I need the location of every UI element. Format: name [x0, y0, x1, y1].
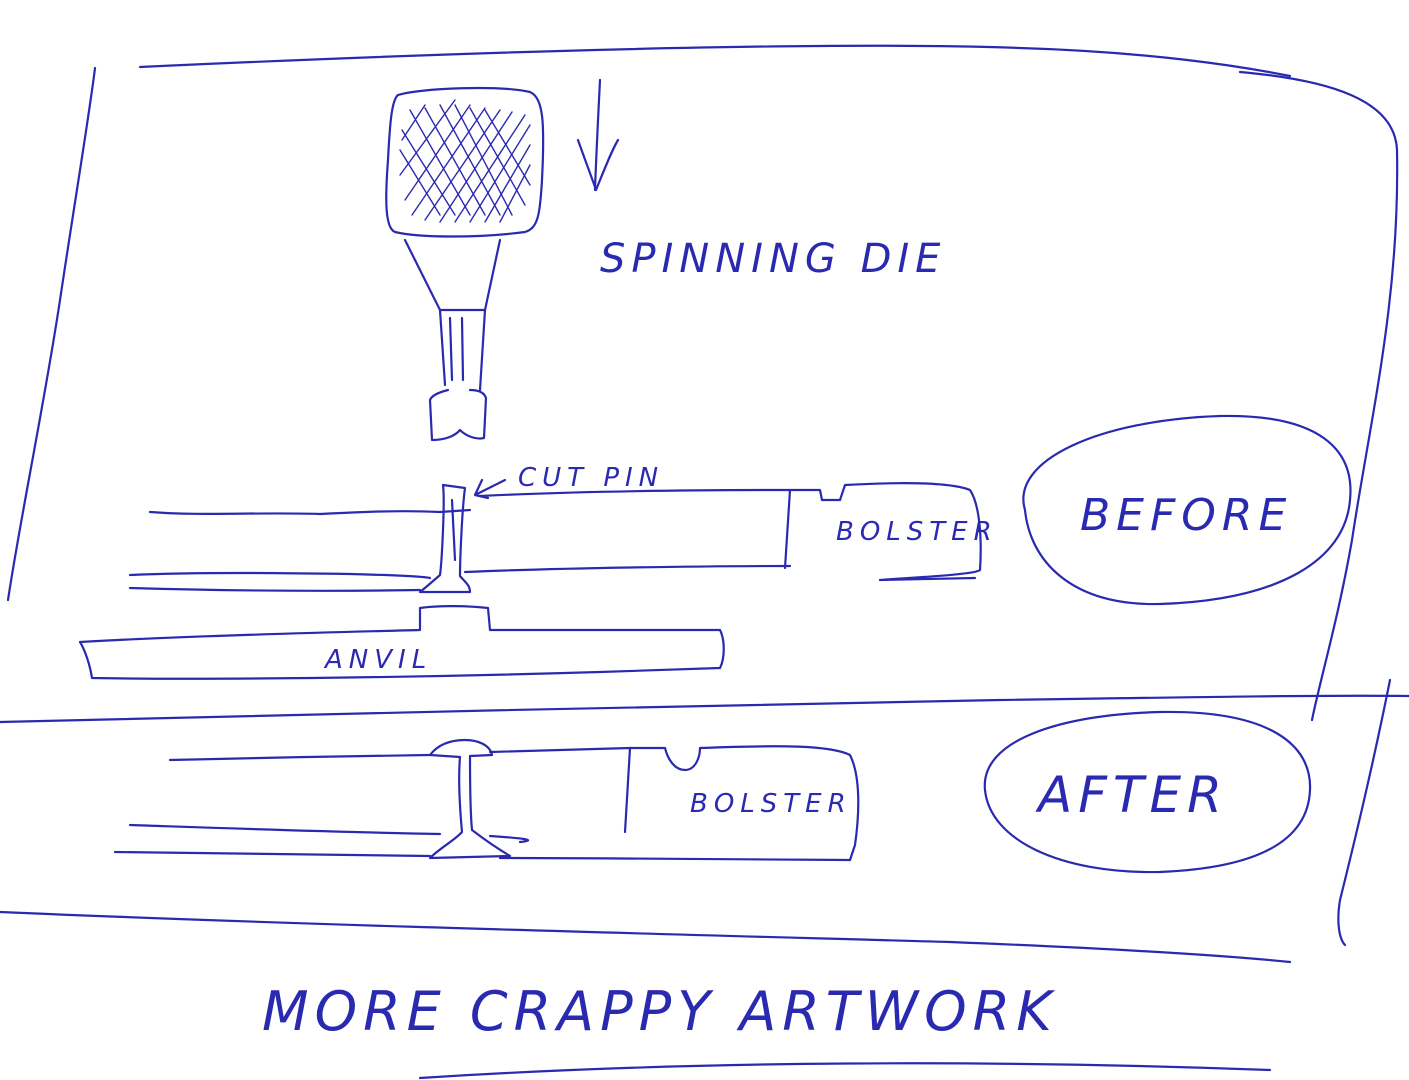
bolster-after-label: BOLSTER	[690, 789, 852, 819]
anvil	[78, 605, 725, 680]
bolster-after	[623, 745, 860, 862]
lower-sheet-after-bottom	[113, 850, 852, 862]
cut-pin-arrow-icon	[473, 478, 507, 500]
down-arrow-icon	[576, 78, 620, 192]
lower-sheet-before	[128, 564, 792, 580]
die-head	[385, 86, 545, 238]
upper-sheet-before	[148, 488, 792, 516]
before-ellipse	[1022, 414, 1352, 606]
spinning-die-label: SPINNING DIE	[600, 236, 946, 282]
frame-right-lower-line	[1337, 678, 1392, 947]
after-label: AFTER	[1035, 766, 1228, 824]
die-shaft	[438, 308, 487, 392]
die-taper	[403, 238, 502, 312]
bolster-before-label: BOLSTER	[836, 517, 998, 547]
frame-footer-rule	[418, 1062, 1272, 1080]
frame-top-right-curve	[1238, 70, 1399, 722]
frame-top-line	[138, 44, 1292, 78]
footer-caption: MORE CRAPPY ARTWORK	[262, 980, 1058, 1043]
before-label: BEFORE	[1080, 490, 1292, 541]
frame-divider-line	[0, 694, 1409, 724]
frame-left-line	[6, 66, 97, 602]
die-tip	[428, 388, 488, 442]
after-ellipse	[983, 710, 1312, 874]
bolster-before	[783, 482, 982, 582]
lower-sheet-after	[128, 823, 529, 844]
rivet-after	[428, 738, 512, 860]
lower-sheet-before-bottom	[128, 586, 422, 592]
upper-sheet-after	[168, 746, 632, 762]
die-head-hatching	[399, 99, 531, 223]
rivet-pin-before	[418, 483, 472, 594]
cut-pin-label: CUT PIN	[518, 463, 664, 493]
frame-bottom-line	[0, 910, 1292, 964]
anvil-label: ANVIL	[323, 645, 432, 675]
